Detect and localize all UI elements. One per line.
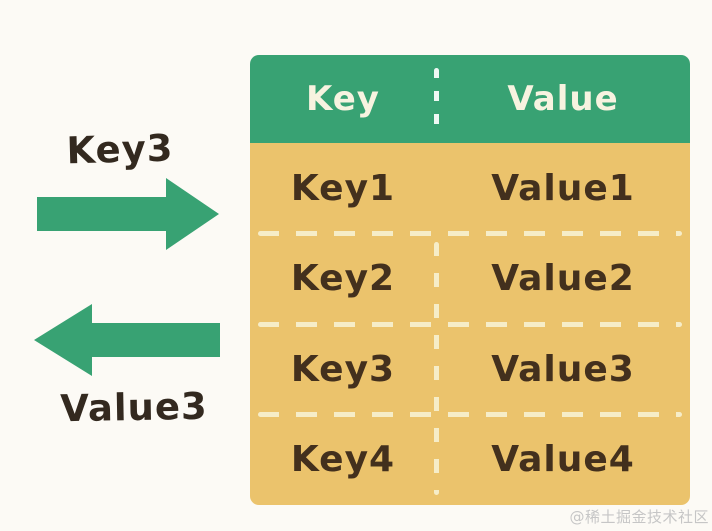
result-value-label: Value3 (59, 384, 209, 431)
value-cell: Value1 (491, 167, 635, 209)
value-cell: Value2 (491, 258, 635, 300)
arrow-left-icon (34, 301, 220, 379)
column-divider-dashed (434, 242, 439, 495)
value-cell: Value4 (491, 439, 635, 481)
table-row: Key4 Value4 (250, 415, 690, 506)
table-header-row: Key Value (250, 55, 690, 143)
key-cell: Key4 (290, 439, 396, 481)
column-divider-dashed (434, 68, 439, 134)
header-cell-key: Key (306, 79, 380, 119)
table-row: Key1 Value1 (250, 143, 690, 234)
row-divider-dashed (258, 412, 682, 417)
key-cell: Key1 (290, 167, 396, 209)
table-row: Key2 Value2 (250, 234, 690, 325)
row-divider-dashed (258, 322, 682, 327)
row-divider-dashed (258, 231, 682, 236)
watermark-text: @稀土掘金技术社区 (569, 508, 709, 526)
lookup-key-label: Key3 (65, 126, 175, 173)
header-cell-value: Value (507, 79, 619, 119)
key-cell: Key3 (290, 348, 396, 390)
table-row: Key3 Value3 (250, 324, 690, 415)
key-value-table: Key Value Key1 Value1 Key2 Value2 Key3 V… (250, 55, 690, 505)
key-cell: Key2 (290, 258, 396, 300)
table-body: Key1 Value1 Key2 Value2 Key3 Value3 Key4… (250, 143, 690, 505)
arrow-right-icon (37, 176, 219, 252)
value-cell: Value3 (491, 348, 635, 390)
